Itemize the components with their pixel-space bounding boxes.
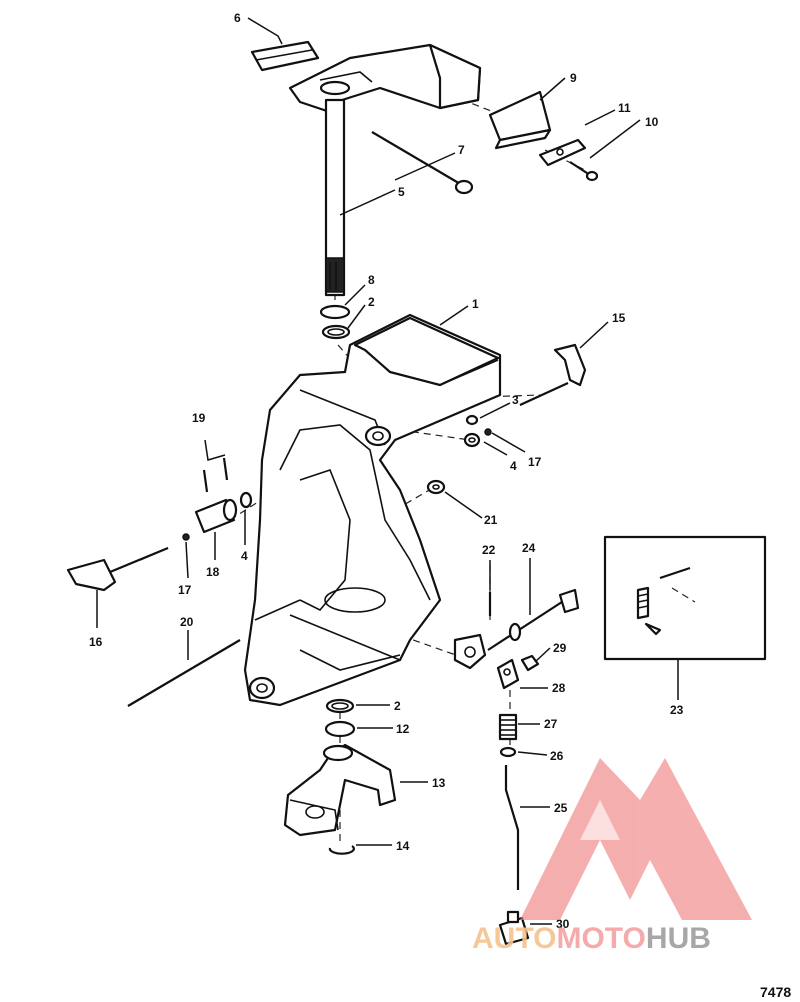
part-8-washer: [319, 304, 351, 320]
part-26-washer: [499, 746, 517, 758]
callout-4-left: 4: [241, 549, 248, 563]
callout-19: 19: [192, 411, 206, 425]
callout-9: 9: [570, 71, 577, 85]
part-19-pins: [202, 457, 229, 493]
callout-25: 25: [554, 801, 568, 815]
part-5-steering-shaft: [288, 43, 482, 297]
watermark-moto: MOTO: [556, 922, 645, 955]
part-10-screw: [569, 161, 599, 182]
callout-13: 13: [432, 776, 446, 790]
part-24-lever: [453, 588, 580, 670]
part-17-clip-left: [182, 533, 190, 541]
callout-24: 24: [522, 541, 536, 555]
callout-20: 20: [180, 615, 194, 629]
callout-5: 5: [398, 185, 405, 199]
part-12-washer: [324, 720, 356, 738]
watermark-logo: AUTOMOTOHUB: [472, 758, 752, 955]
callout-4-right: 4: [510, 459, 517, 473]
logo-inner-triangle-icon: [580, 800, 620, 840]
part-1-swivel-housing: [243, 313, 502, 707]
callout-15: 15: [612, 311, 626, 325]
watermark-text: AUTOMOTOHUB: [472, 922, 711, 955]
callout-18: 18: [206, 565, 220, 579]
callout-27: 27: [544, 717, 558, 731]
callout-8: 8: [368, 273, 375, 287]
part-13-yoke: [283, 743, 397, 837]
part-27-spring: [498, 713, 518, 741]
part-23-inset: [603, 535, 767, 661]
part-17-clip-right: [484, 428, 492, 436]
part-14-snap-ring: [328, 845, 355, 855]
callout-26: 26: [550, 749, 564, 763]
part-21-bushing: [426, 479, 446, 495]
watermark-hub: HUB: [646, 922, 711, 955]
part-4-bushing-right: [463, 432, 481, 448]
callout-29: 29: [553, 641, 567, 655]
part-18-pivot-block: [194, 498, 238, 534]
callout-30: 30: [556, 917, 570, 931]
callout-11: 11: [618, 101, 631, 115]
part-7-bolt: [371, 131, 474, 195]
callout-28: 28: [552, 681, 566, 695]
part-25-shift-rod: [504, 765, 520, 890]
part-2-ring-lower: [325, 698, 355, 714]
figure-number: 7478: [760, 984, 791, 1000]
callout-6: 6: [234, 11, 241, 25]
part-15-clip: [519, 343, 587, 406]
part-16-lever-clip: [66, 546, 169, 592]
callout-21: 21: [484, 513, 498, 527]
part-28-fitting: [496, 658, 520, 690]
logo-triangle-icon: [520, 758, 752, 920]
part-29-nut: [520, 654, 540, 672]
part-20-rod: [127, 639, 241, 707]
callout-17-right: 17: [528, 455, 542, 469]
part-9-bracket: [488, 90, 552, 150]
callout-3: 3: [512, 393, 519, 407]
callout-14: 14: [396, 839, 410, 853]
callout-17-left: 17: [178, 583, 192, 597]
callout-7: 7: [458, 143, 465, 157]
callout-22: 22: [482, 543, 496, 557]
callout-labels: 6 5 7 9 11 10 8 2 1 15 3 4 17 21 19 18 4…: [89, 11, 684, 931]
callout-2-lower: 2: [394, 699, 401, 713]
callout-12: 12: [396, 722, 410, 736]
callout-23: 23: [670, 703, 684, 717]
leader-lines: [96, 17, 679, 925]
part-3-washer: [465, 414, 479, 426]
callout-1: 1: [472, 297, 479, 311]
callout-10: 10: [645, 115, 659, 129]
part-6-pad: [250, 40, 320, 72]
part-30-coupler: [498, 910, 530, 946]
part-2-ring-upper: [321, 324, 351, 340]
callout-2-upper: 2: [368, 295, 375, 309]
watermark-auto: AUTO: [472, 922, 556, 955]
callout-16: 16: [89, 635, 103, 649]
part-11-plate: [538, 138, 587, 167]
part-4-bushing-left: [239, 491, 253, 509]
